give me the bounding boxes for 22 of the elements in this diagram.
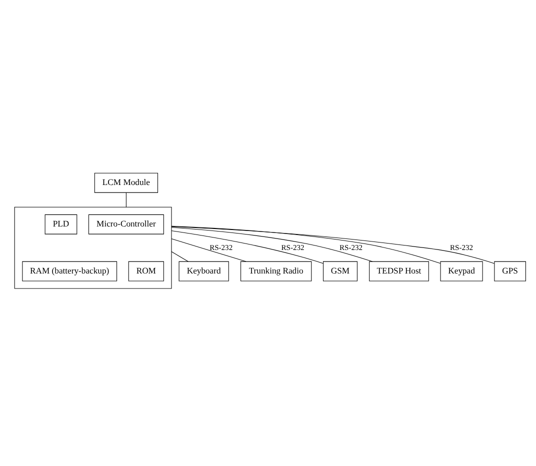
- node-box: Keypad: [440, 261, 483, 282]
- node-box: GPS: [494, 261, 526, 282]
- node-box: GSM: [323, 261, 358, 282]
- connector: [171, 226, 494, 264]
- node-box: Micro-Controller: [88, 214, 164, 234]
- node-box: PLD: [44, 214, 78, 234]
- node-box: RAM (battery-backup): [22, 261, 118, 282]
- node-box: Trunking Radio: [240, 261, 312, 282]
- cluster: [14, 206, 172, 289]
- connector: [171, 227, 373, 262]
- edge-label: RS-232: [210, 242, 233, 252]
- edge-label: RS-232: [450, 242, 474, 252]
- node-box: Keyboard: [178, 261, 229, 282]
- node-box: LCM Module: [94, 172, 158, 193]
- edge-label: RS-232: [340, 242, 363, 252]
- connector: [171, 251, 188, 262]
- node-box: ROM: [128, 261, 164, 282]
- connector: [171, 226, 441, 264]
- connector: [171, 230, 324, 264]
- connector: [171, 238, 246, 262]
- edge-label: RS-232: [281, 242, 304, 252]
- node-box: TEDSP Host: [369, 261, 429, 282]
